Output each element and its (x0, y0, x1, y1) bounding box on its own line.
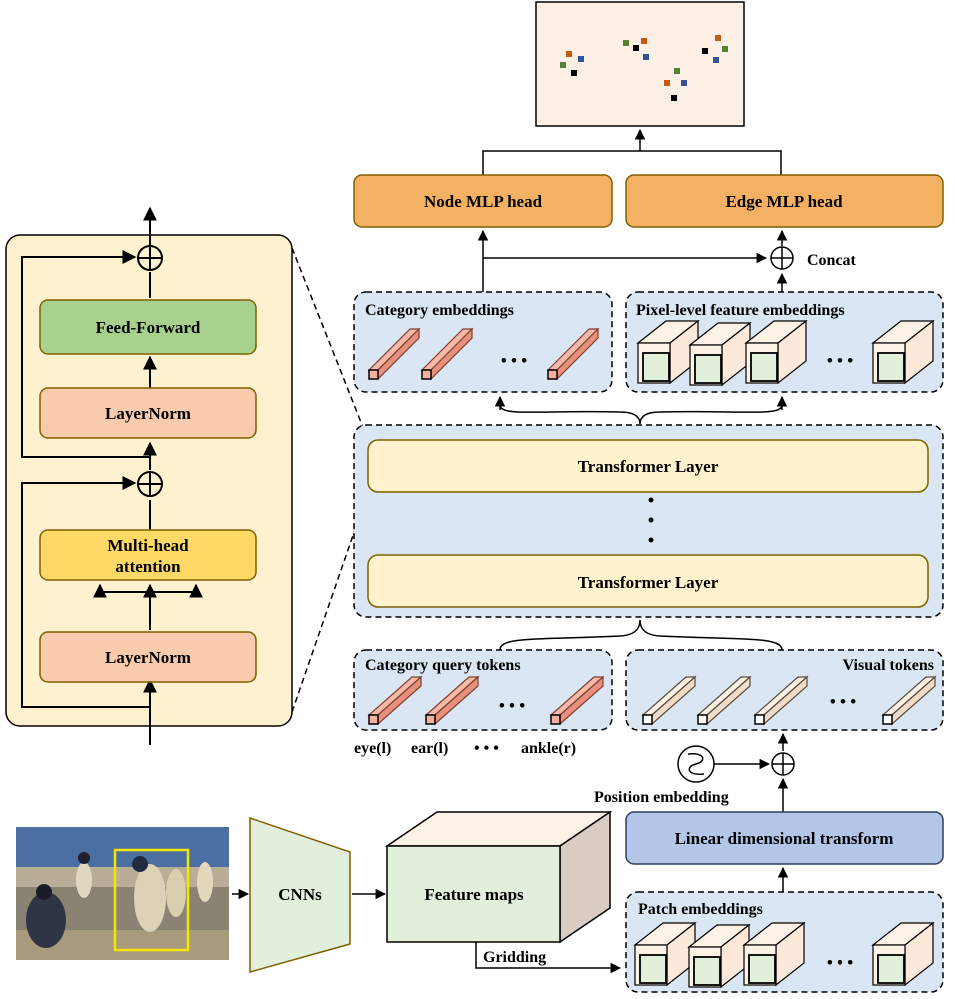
token-label-ellipsis: • • • (474, 740, 499, 757)
plus-circle-icon (137, 245, 163, 271)
category-embeddings-panel (353, 291, 613, 393)
edge-mlp-head (625, 174, 944, 228)
category-query-token (367, 675, 423, 726)
patch-cube (742, 921, 806, 987)
cnn-label: CNNs (278, 885, 322, 904)
vertical-ellipsis-dot (648, 517, 654, 523)
visual-tokens-label: Visual tokens (843, 657, 934, 674)
feature-cube (744, 319, 808, 385)
feature-maps-label: Feature maps (424, 885, 524, 904)
sine-icon (677, 745, 715, 783)
merge-brace (499, 619, 783, 651)
node-mlp-head-label: Node MLP head (424, 192, 543, 211)
category-embedding-token (367, 327, 421, 381)
visual-token (641, 675, 697, 726)
patch-embeddings-label: Patch embeddings (638, 901, 763, 918)
keypoint-output-plot (535, 1, 745, 127)
token-label-ankle-r: ankle(r) (521, 740, 576, 757)
feature-cube (636, 319, 700, 385)
transformer-layer-top (367, 439, 929, 493)
layernorm-top-box (39, 387, 257, 439)
transformer-layer-top-label: Transformer Layer (578, 457, 719, 476)
split-brace (499, 404, 783, 425)
ellipsis-icon: • • • (827, 351, 853, 370)
visual-token (881, 675, 937, 726)
feed-forward-box (39, 299, 257, 355)
cnn-block (249, 816, 351, 973)
patch-cube (871, 921, 935, 987)
transformer-layer-bottom (367, 554, 929, 608)
edge-mlp-head-label: Edge MLP head (725, 192, 843, 211)
input-image (16, 827, 229, 960)
feature-cube (688, 321, 752, 387)
position-embedding-label: Position embedding (594, 789, 729, 806)
multi-head-attention-box (39, 529, 257, 581)
pixel-embeddings-label: Pixel-level feature embeddings (636, 302, 845, 319)
multi-head-attention-label-1: Multi-head (107, 536, 189, 555)
ellipsis-icon: • • • (501, 351, 527, 370)
ellipsis-icon: • • • (827, 953, 853, 972)
category-query-tokens-panel (353, 649, 613, 731)
concat-label: Concat (807, 252, 857, 269)
feed-forward-label: Feed-Forward (96, 318, 201, 337)
visual-token (696, 675, 752, 726)
gridding-label: Gridding (483, 949, 546, 966)
zoom-line-top (291, 247, 369, 441)
feature-maps-cube (384, 810, 613, 944)
category-embeddings-label: Category embeddings (365, 302, 514, 319)
plus-circle-icon (137, 471, 163, 497)
category-query-tokens-label: Category query tokens (365, 657, 521, 674)
visual-token (753, 675, 809, 726)
vertical-ellipsis-dot (648, 537, 654, 543)
ellipsis-icon: • • • (830, 692, 856, 711)
linear-transform-box (625, 811, 944, 865)
transformer-layer-bottom-label: Transformer Layer (578, 573, 719, 592)
token-label-ear-l: ear(l) (411, 740, 448, 757)
feature-cube (871, 319, 935, 385)
plus-circle-icon (770, 246, 794, 270)
node-mlp-head (353, 174, 613, 228)
multi-head-attention-label-2: attention (115, 557, 181, 576)
token-label-eye-l: eye(l) (354, 740, 391, 757)
category-embedding-token (420, 327, 474, 381)
plus-circle-icon (771, 752, 795, 776)
patch-cube (633, 921, 697, 987)
layernorm-bottom-label: LayerNorm (105, 648, 191, 667)
category-embedding-token (546, 327, 600, 381)
transformer-block-detail: Feed-Forward LayerNorm Multi-head attent… (5, 206, 293, 745)
linear-transform-label: Linear dimensional transform (675, 829, 894, 848)
category-query-token (424, 675, 480, 726)
vertical-ellipsis-dot (648, 497, 654, 503)
category-query-token (549, 675, 605, 726)
layernorm-top-label: LayerNorm (105, 404, 191, 423)
ellipsis-icon: • • • (499, 696, 525, 715)
layernorm-bottom-box (39, 631, 257, 683)
patch-cube (687, 923, 751, 989)
